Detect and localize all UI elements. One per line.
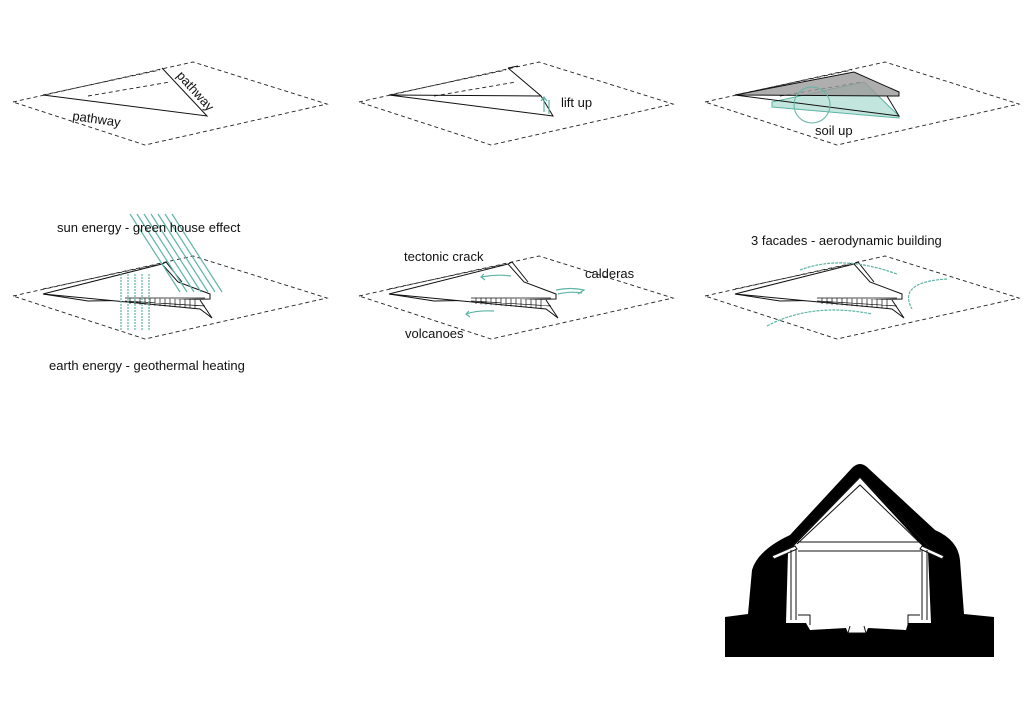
label-pathway-2: pathway — [174, 68, 218, 114]
sun-ray — [164, 213, 216, 293]
site-guide — [42, 263, 171, 291]
volcanoes-arrow — [465, 310, 495, 318]
calderas-arrow — [555, 287, 586, 295]
label-tectonic-crack: tectonic crack — [404, 249, 484, 264]
building-section — [725, 464, 994, 657]
panel-tectonic — [357, 255, 675, 340]
label-earth-energy: earth energy - geothermal heating — [49, 358, 245, 373]
site-plane — [11, 61, 329, 146]
walls — [790, 550, 928, 634]
wind-arrow-bottom — [766, 309, 873, 327]
crack-arrow — [480, 273, 512, 281]
sun-ray — [150, 213, 202, 293]
lift-arrow — [540, 96, 550, 114]
lifted-pathway — [388, 65, 554, 117]
sun-ray — [171, 213, 223, 293]
glass-facade — [816, 297, 898, 309]
site-guide — [388, 263, 517, 291]
sun-ray — [136, 213, 188, 293]
site-guide — [734, 69, 863, 97]
label-calderas: calderas — [585, 266, 635, 281]
soil-circle — [793, 86, 831, 124]
panel-soil-up — [703, 61, 1021, 146]
site-guide — [42, 69, 171, 97]
sun-ray — [129, 213, 181, 293]
wind-arrow-top — [799, 262, 898, 275]
crack-edge — [507, 261, 529, 283]
site-guide — [734, 263, 863, 291]
label-facades: 3 facades - aerodynamic building — [751, 233, 942, 248]
label-volcanoes: volcanoes — [405, 326, 464, 341]
label-pathway-1: pathway — [72, 108, 123, 130]
panel-pathway — [11, 61, 329, 146]
glass-facade — [470, 297, 552, 309]
interior-void — [786, 478, 931, 633]
panel-facades — [703, 255, 1021, 340]
label-lift-up: lift up — [561, 95, 592, 110]
lifted-roof — [734, 71, 900, 97]
roof-edge — [734, 94, 900, 117]
wind-arrow-right — [907, 278, 948, 310]
site-guide — [388, 69, 517, 97]
label-sun-energy: sun energy - green house effect — [57, 220, 241, 235]
panel-lift-up — [357, 61, 675, 146]
label-soil-up: soil up — [815, 123, 853, 138]
pathway-lines — [42, 67, 209, 117]
sun-ray — [157, 213, 209, 293]
roof-lines — [789, 476, 931, 552]
sun-ray — [143, 213, 195, 293]
panel-energy — [11, 213, 329, 340]
